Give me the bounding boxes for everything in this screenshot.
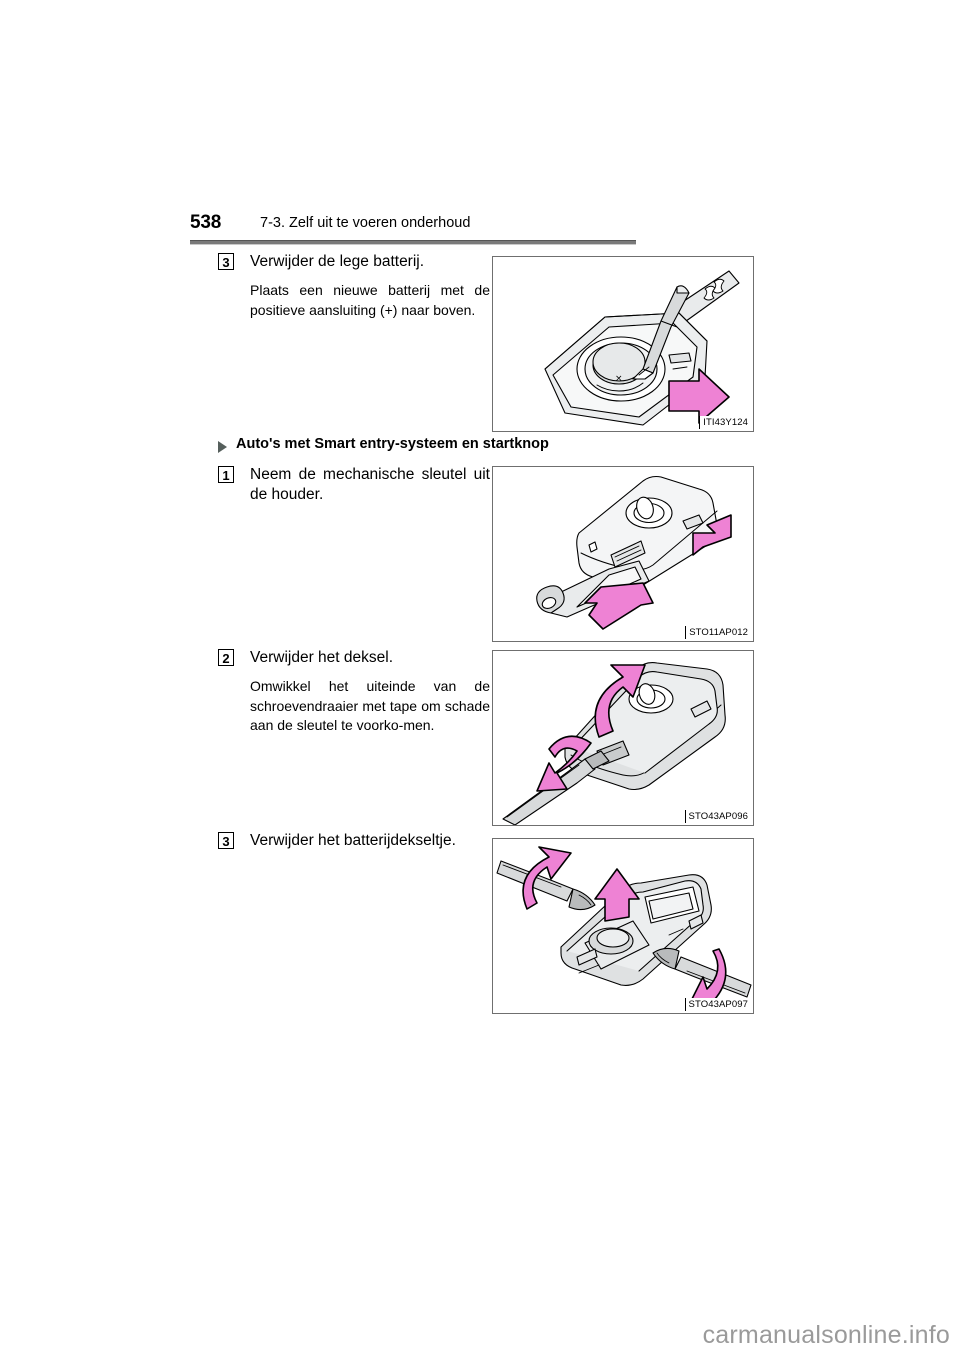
page-header: 538 7-3. Zelf uit te voeren onderhoud <box>190 212 830 242</box>
site-watermark: carmanualsonline.info <box>702 1321 950 1349</box>
figure-code: STO43AP097 <box>684 998 750 1011</box>
page-number: 538 <box>190 212 222 233</box>
step-title: Verwijder de lege batterij. <box>250 253 425 270</box>
step-number-badge: 3 <box>218 832 234 849</box>
subsection-heading: Auto's met Smart entry-systeem en startk… <box>218 436 638 458</box>
step-title: Verwijder het deksel. <box>250 649 394 666</box>
figure-remove-cover: STO43AP096 <box>492 650 754 826</box>
step-block: 2 Verwijder het deksel. Omwikkel het uit… <box>218 648 490 736</box>
step-body: Plaats een nieuwe batterij met de positi… <box>250 282 490 318</box>
step-number-badge: 2 <box>218 649 234 666</box>
header-divider-thin <box>190 244 636 245</box>
step-block: 1 Neem de mechanische sleutel uit de hou… <box>218 465 490 505</box>
step-block: 3 Verwijder het batterijdekseltje. <box>218 831 490 853</box>
step-heading: 3 Verwijder de lege batterij. <box>218 252 490 274</box>
header-divider <box>190 240 636 245</box>
figure-code: ITI43Y124 <box>699 416 750 429</box>
subsection-label: Auto's met Smart entry-systeem en startk… <box>236 436 549 452</box>
step-title: Neem de mechanische sleutel uit de houde… <box>250 466 490 503</box>
step-number-badge: 1 <box>218 466 234 483</box>
step-heading: 1 Neem de mechanische sleutel uit de hou… <box>218 465 490 505</box>
figure-code: STO11AP012 <box>685 626 750 639</box>
triangle-right-icon <box>218 441 227 453</box>
figure-battery-removal-illustration: × <box>544 270 740 426</box>
figure-code: STO43AP096 <box>684 810 750 823</box>
figure-battery-removal: × ITI43Y124 <box>492 256 754 432</box>
step-heading: 2 Verwijder het deksel. <box>218 648 490 670</box>
figure-mechanical-key: STO11AP012 <box>492 466 754 642</box>
svg-text:×: × <box>615 374 623 384</box>
figure-remove-cover-illustration <box>502 662 726 825</box>
step-block: 3 Verwijder de lege batterij. Plaats een… <box>218 252 490 320</box>
figure-remove-battery-cover-illustration <box>496 846 752 1010</box>
step-heading: 3 Verwijder het batterijdekseltje. <box>218 831 490 853</box>
step-title: Verwijder het batterijdekseltje. <box>250 832 456 849</box>
step-number-badge: 3 <box>218 253 234 270</box>
figure-mechanical-key-illustration <box>536 475 732 630</box>
section-title: 7-3. Zelf uit te voeren onderhoud <box>260 215 471 231</box>
figure-remove-battery-cover: STO43AP097 <box>492 838 754 1014</box>
step-body: Omwikkel het uiteinde van de schroevendr… <box>250 678 490 733</box>
